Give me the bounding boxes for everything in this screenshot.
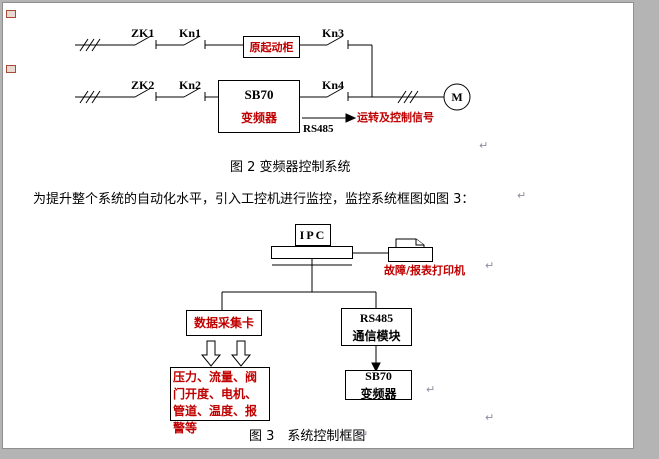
figure2-caption: 图 2 变频器控制系统 — [230, 160, 351, 175]
inverter-model-label-fig3: SB70 — [365, 368, 392, 383]
inverter-box-fig3: SB70 变频器 — [345, 368, 412, 401]
starter-cabinet-box: 原起动柜 — [243, 36, 300, 58]
line-break-mark: ↵ — [485, 411, 495, 424]
margin-marker — [6, 65, 16, 73]
ipc-label: IPC — [299, 227, 327, 242]
inverter-name-label: 变频器 — [240, 111, 277, 125]
daq-card-label: 数据采集卡 — [193, 315, 254, 330]
comm-module-box: RS485 通信模块 — [341, 308, 412, 346]
starter-cabinet-label: 原起动柜 — [249, 40, 294, 54]
body-paragraph: 为提升整个系统的自动化水平，引入工控机进行监控，监控系统框图如图 3： — [33, 192, 475, 207]
printer-body-box — [388, 247, 433, 262]
rs485-label: RS485 — [303, 123, 334, 135]
motor-label: M — [451, 90, 463, 104]
line-break-mark: ↵ — [426, 383, 436, 396]
switch-label-kn3: Kn3 — [322, 26, 345, 40]
comm-module-line2: 通信模块 — [352, 328, 401, 343]
figure3-caption: 图 3 系统控制框图 — [249, 429, 366, 444]
line-break-mark: ↵ — [485, 259, 495, 272]
line-break-mark: ↵ — [517, 189, 527, 202]
inverter-model-label: SB70 — [244, 87, 274, 102]
switch-label-zk2: ZK2 — [131, 78, 155, 92]
daq-card-box: 数据采集卡 — [186, 310, 262, 336]
switch-label-kn2: Kn2 — [179, 78, 202, 92]
margin-marker — [6, 10, 16, 18]
line-break-mark: ↵ — [479, 139, 489, 152]
ipc-box: IPC — [295, 224, 331, 246]
signal-label: 运转及控制信号 — [357, 111, 434, 124]
line-break-mark: ↵ — [359, 428, 369, 441]
inverter-name-label-fig3: 变频器 — [360, 386, 397, 401]
inverter-box-fig2: SB70 变频器 — [218, 80, 300, 133]
computer-base-box — [271, 246, 353, 259]
switch-label-zk1: ZK1 — [131, 26, 155, 40]
printer-label: 故障/报表打印机 — [384, 264, 466, 277]
switch-label-kn4: Kn4 — [322, 78, 345, 92]
switch-label-kn1: Kn1 — [179, 26, 202, 40]
comm-module-line1: RS485 — [359, 310, 394, 325]
sensor-list-box: 压力、流量、阀门开度、电机、管道、温度、报警等 — [170, 367, 270, 435]
sensor-list-text: 压力、流量、阀门开度、电机、管道、温度、报警等 — [173, 370, 258, 435]
